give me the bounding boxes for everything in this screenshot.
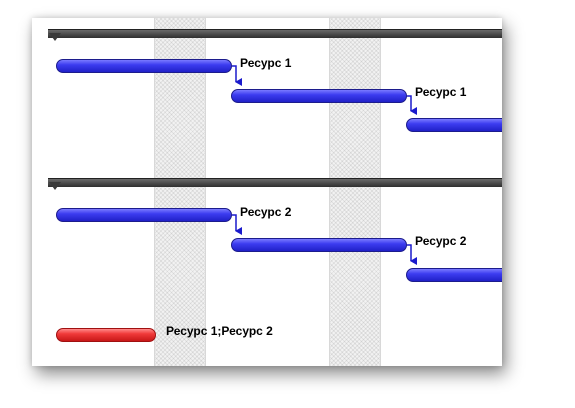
task-bar[interactable] xyxy=(231,89,407,103)
dependency-arrow xyxy=(407,95,417,115)
nonworking-time-band xyxy=(154,18,206,366)
resource-label: Ресурс 1 xyxy=(240,56,292,70)
task-bar[interactable] xyxy=(56,59,232,73)
dependency-arrow xyxy=(232,214,242,235)
resource-label: Ресурс 2 xyxy=(240,205,292,219)
resource-label: Ресурс 2 xyxy=(415,234,467,248)
dependency-links xyxy=(232,65,417,265)
dependency-arrow xyxy=(232,65,242,86)
combined-resource-label: Ресурс 1;Ресурс 2 xyxy=(166,324,273,338)
nonworking-time-band xyxy=(329,18,381,366)
summary-bar[interactable] xyxy=(48,178,502,187)
task-bar[interactable] xyxy=(56,208,232,222)
task-bar[interactable] xyxy=(406,268,502,282)
gantt-chart-panel: Ресурс 1 Ресурс 1 Ресурс 2 Ресурс 2 Ресу… xyxy=(32,18,502,366)
summary-start-marker xyxy=(49,33,61,41)
summary-start-marker xyxy=(49,182,61,190)
summary-bar[interactable] xyxy=(48,29,502,38)
combined-task-bar[interactable] xyxy=(56,328,156,342)
resource-label: Ресурс 1 xyxy=(415,85,467,99)
dependency-arrow xyxy=(407,244,417,265)
task-bar[interactable] xyxy=(406,118,502,132)
task-bar[interactable] xyxy=(231,238,407,252)
